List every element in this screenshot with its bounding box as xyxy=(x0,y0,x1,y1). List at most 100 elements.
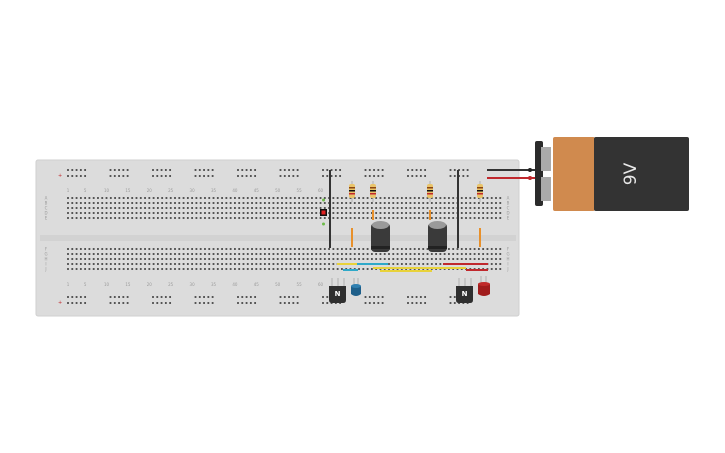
hole[interactable] xyxy=(241,169,244,171)
hole[interactable] xyxy=(75,263,78,265)
hole[interactable] xyxy=(473,217,476,219)
hole[interactable] xyxy=(101,258,104,260)
hole[interactable] xyxy=(370,202,373,204)
hole[interactable] xyxy=(242,263,245,265)
hole[interactable] xyxy=(482,207,485,209)
hole[interactable] xyxy=(272,248,275,250)
hole[interactable] xyxy=(165,197,168,199)
hole[interactable] xyxy=(118,263,121,265)
hole[interactable] xyxy=(448,197,450,199)
hole[interactable] xyxy=(306,258,309,260)
hole[interactable] xyxy=(289,263,292,265)
hole[interactable] xyxy=(109,263,112,265)
hole[interactable] xyxy=(276,263,279,265)
hole[interactable] xyxy=(377,175,380,177)
hole[interactable] xyxy=(212,202,215,204)
hole[interactable] xyxy=(114,248,116,250)
hole[interactable] xyxy=(465,197,467,199)
hole[interactable] xyxy=(216,197,219,199)
hole[interactable] xyxy=(319,258,322,260)
hole[interactable] xyxy=(118,253,121,255)
hole[interactable] xyxy=(341,217,343,219)
hole[interactable] xyxy=(345,197,348,199)
hole[interactable] xyxy=(178,212,181,214)
hole[interactable] xyxy=(75,258,78,260)
hole[interactable] xyxy=(249,296,252,298)
hole[interactable] xyxy=(182,258,185,260)
hole[interactable] xyxy=(439,197,442,199)
hole[interactable] xyxy=(101,212,104,214)
hole[interactable] xyxy=(419,175,422,177)
hole[interactable] xyxy=(315,253,318,255)
hole[interactable] xyxy=(249,169,252,171)
hole[interactable] xyxy=(195,212,198,214)
hole[interactable] xyxy=(396,253,399,255)
hole[interactable] xyxy=(169,212,172,214)
hole[interactable] xyxy=(71,302,74,304)
hole[interactable] xyxy=(424,302,427,304)
hole[interactable] xyxy=(148,202,151,204)
hole[interactable] xyxy=(161,263,164,265)
hole[interactable] xyxy=(296,302,299,304)
hole[interactable] xyxy=(293,258,296,260)
hole[interactable] xyxy=(148,217,151,219)
hole[interactable] xyxy=(259,202,262,204)
hole[interactable] xyxy=(422,217,425,219)
hole[interactable] xyxy=(122,253,125,255)
hole[interactable] xyxy=(409,197,412,199)
hole[interactable] xyxy=(288,169,290,171)
hole[interactable] xyxy=(75,169,78,171)
hole[interactable] xyxy=(182,207,185,209)
hole[interactable] xyxy=(326,169,329,171)
hole[interactable] xyxy=(195,253,198,255)
hole[interactable] xyxy=(306,197,309,199)
hole[interactable] xyxy=(221,258,223,260)
hole[interactable] xyxy=(135,212,138,214)
hole[interactable] xyxy=(422,248,425,250)
hole[interactable] xyxy=(97,197,99,199)
hole[interactable] xyxy=(105,207,108,209)
hole[interactable] xyxy=(71,207,74,209)
hole[interactable] xyxy=(246,207,249,209)
hole[interactable] xyxy=(453,296,456,298)
hole[interactable] xyxy=(251,197,253,199)
hole[interactable] xyxy=(319,263,322,265)
hole[interactable] xyxy=(332,268,335,270)
hole[interactable] xyxy=(499,197,502,199)
hole[interactable] xyxy=(84,175,87,177)
hole[interactable] xyxy=(293,248,296,250)
hole[interactable] xyxy=(229,248,232,250)
hole[interactable] xyxy=(186,258,189,260)
hole[interactable] xyxy=(246,258,249,260)
hole[interactable] xyxy=(460,248,463,250)
hole[interactable] xyxy=(306,248,309,250)
hole[interactable] xyxy=(298,258,301,260)
hole[interactable] xyxy=(336,217,339,219)
hole[interactable] xyxy=(216,202,219,204)
hole[interactable] xyxy=(109,296,112,298)
hole[interactable] xyxy=(495,268,497,270)
hole[interactable] xyxy=(229,207,232,209)
hole[interactable] xyxy=(225,197,228,199)
hole[interactable] xyxy=(97,258,99,260)
hole[interactable] xyxy=(326,296,329,298)
hole[interactable] xyxy=(336,197,339,199)
hole[interactable] xyxy=(165,212,168,214)
hole[interactable] xyxy=(443,258,446,260)
hole[interactable] xyxy=(161,248,164,250)
hole[interactable] xyxy=(298,263,301,265)
hole[interactable] xyxy=(364,302,367,304)
hole[interactable] xyxy=(311,248,313,250)
hole[interactable] xyxy=(97,253,99,255)
hole[interactable] xyxy=(377,302,380,304)
hole[interactable] xyxy=(322,302,324,304)
hole[interactable] xyxy=(490,268,493,270)
hole[interactable] xyxy=(332,248,335,250)
hole[interactable] xyxy=(169,263,172,265)
hole[interactable] xyxy=(296,175,299,177)
hole[interactable] xyxy=(118,248,121,250)
hole[interactable] xyxy=(88,263,91,265)
hole[interactable] xyxy=(383,217,386,219)
hole[interactable] xyxy=(486,207,489,209)
hole[interactable] xyxy=(182,253,185,255)
